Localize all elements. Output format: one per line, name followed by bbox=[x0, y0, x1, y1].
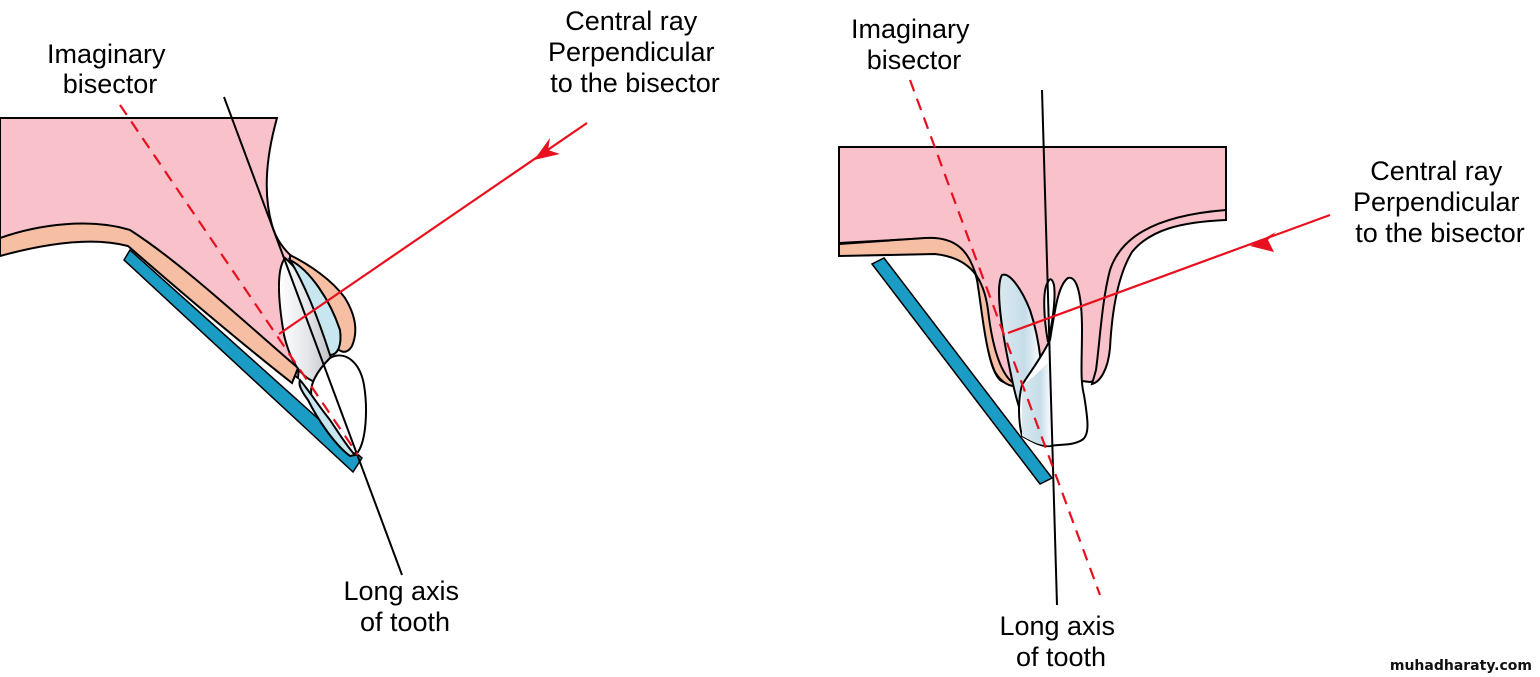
left-figure: Imaginary bisector Central ray Perpendic… bbox=[0, 6, 722, 637]
left-label-long-axis: Long axis of tooth bbox=[343, 576, 466, 637]
right-figure: Imaginary bisector Central ray Perpendic… bbox=[838, 14, 1527, 672]
watermark: muhadharaty.com bbox=[1390, 658, 1532, 674]
left-label-bisector: Imaginary bisector bbox=[47, 39, 173, 99]
left-bisector-line bbox=[119, 104, 359, 456]
left-label-central-ray: Central ray Perpendicular to the bisecto… bbox=[548, 6, 722, 98]
right-label-central-ray: Central ray Perpendicular to the bisecto… bbox=[1353, 156, 1527, 248]
left-central-ray-arrowhead bbox=[534, 138, 560, 160]
right-buccal-gingiva bbox=[1090, 208, 1227, 386]
right-bisector-line bbox=[908, 79, 1102, 596]
right-long-axis-line bbox=[1041, 89, 1058, 606]
right-film bbox=[870, 257, 1054, 485]
left-long-axis-line bbox=[223, 96, 403, 576]
left-palatal-mucosa bbox=[0, 222, 300, 385]
left-film bbox=[123, 248, 363, 474]
right-central-ray-arrowhead bbox=[1250, 232, 1276, 252]
right-label-long-axis: Long axis of tooth bbox=[999, 611, 1122, 672]
left-tooth-pulp bbox=[287, 257, 342, 357]
right-tooth-crown-shade bbox=[1022, 360, 1052, 446]
right-label-bisector: Imaginary bisector bbox=[851, 14, 977, 75]
left-tooth-crown-lingual bbox=[298, 378, 358, 458]
right-central-ray-line bbox=[1007, 213, 1331, 335]
